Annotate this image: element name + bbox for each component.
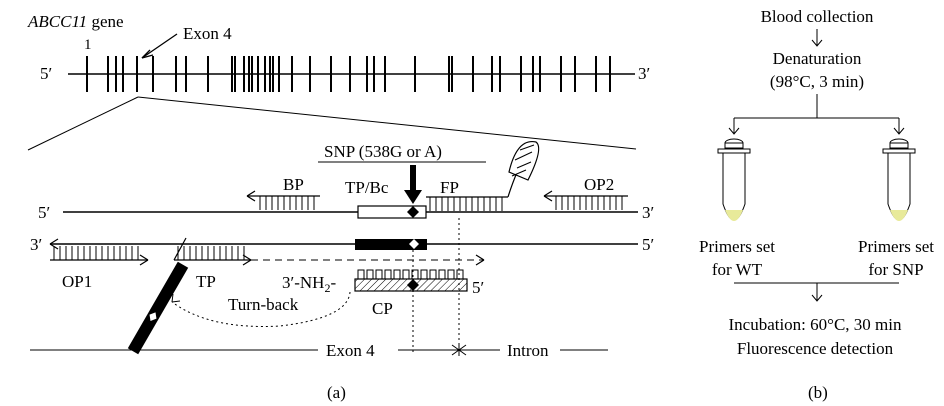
split-right-head bbox=[893, 127, 905, 135]
tp-ticks bbox=[177, 246, 245, 260]
tp-tilt-link bbox=[173, 237, 187, 261]
top-strand-three-prime: 3′ bbox=[642, 203, 654, 222]
step-incubation: Incubation: 60°C, 30 min bbox=[728, 315, 902, 334]
exon-ticks bbox=[86, 56, 611, 92]
tube-snp-liquid bbox=[890, 210, 908, 221]
fp-hairpin-loop bbox=[508, 140, 540, 181]
exon4-callout-arrow bbox=[141, 33, 178, 59]
op1-arrowhead bbox=[139, 254, 149, 266]
split-left-head bbox=[728, 127, 740, 135]
cp-tooth bbox=[393, 269, 401, 279]
zoom-line-right bbox=[137, 96, 637, 150]
cp-nh2-prefix: 3′-NH bbox=[282, 273, 324, 292]
cp-nh2-label: 3′-NH2- bbox=[282, 273, 336, 295]
tube-wt bbox=[717, 138, 751, 221]
step-blood-collection: Blood collection bbox=[761, 7, 874, 26]
fp-label: FP bbox=[440, 178, 459, 197]
cp-nh2-suffix: - bbox=[330, 273, 336, 292]
turn-back-arrowhead bbox=[171, 293, 181, 303]
primers-wt-line2: for WT bbox=[712, 260, 763, 279]
snp-marker-bottom bbox=[409, 239, 419, 249]
exon4-callout-label: Exon 4 bbox=[183, 24, 232, 43]
panel-b-caption: (b) bbox=[808, 383, 828, 402]
cp-label: CP bbox=[372, 299, 393, 318]
bottom-strand-five-prime: 5′ bbox=[642, 235, 654, 254]
panel-a-caption: (a) bbox=[327, 383, 346, 402]
panel-b: Blood collection Denaturation (98°C, 3 m… bbox=[699, 7, 934, 402]
tp-extension-arrowhead bbox=[475, 254, 485, 266]
intron-scale-arrowhead bbox=[458, 344, 467, 356]
bottom-strand-three-prime: 3′ bbox=[30, 235, 42, 254]
cp-tooth bbox=[420, 269, 428, 279]
bottom-target-box bbox=[355, 239, 427, 250]
panel-a: ABCC11 gene 1 Exon 4 5′ 3′ SNP (538G or … bbox=[27, 12, 654, 402]
snp-label: SNP (538G or A) bbox=[324, 142, 442, 161]
exon4-callout-arrowhead bbox=[141, 49, 154, 59]
turn-back-label: Turn-back bbox=[228, 295, 299, 314]
tube-snp bbox=[882, 138, 916, 221]
cp-tooth bbox=[375, 269, 383, 279]
op2-arrowhead bbox=[543, 190, 553, 202]
fp-hairpin-hatch bbox=[511, 144, 535, 177]
intron-label: Intron bbox=[507, 341, 549, 360]
arrow-step1-head bbox=[811, 39, 823, 47]
zoom-line-left bbox=[27, 96, 139, 151]
op1-ticks bbox=[53, 246, 139, 260]
cp-tooth bbox=[357, 269, 365, 279]
step-fluorescence: Fluorescence detection bbox=[737, 339, 894, 358]
op2-label: OP2 bbox=[584, 175, 614, 194]
exon4-label: Exon 4 bbox=[326, 341, 375, 360]
primers-wt-line1: Primers set bbox=[699, 237, 775, 256]
cp-ticks bbox=[357, 269, 464, 279]
cp-tooth bbox=[438, 269, 446, 279]
cp-five-prime: 5′ bbox=[472, 278, 484, 297]
tpbc-box bbox=[357, 205, 427, 219]
cp-tooth bbox=[366, 269, 374, 279]
cp-tooth bbox=[429, 269, 437, 279]
exon1-label: 1 bbox=[84, 37, 92, 53]
step-denaturation-condition: (98°C, 3 min) bbox=[770, 72, 864, 91]
gene-title: ABCC11 gene bbox=[27, 12, 124, 31]
primers-snp-line1: Primers set bbox=[858, 237, 934, 256]
top-strand-five-prime: 5′ bbox=[38, 203, 50, 222]
tp-label: TP bbox=[196, 272, 216, 291]
tp-bar-tilted bbox=[127, 261, 189, 355]
snp-marker-top bbox=[407, 206, 419, 218]
cp-tooth bbox=[402, 269, 410, 279]
tube-wt-liquid bbox=[725, 210, 743, 221]
op2-ticks bbox=[555, 196, 623, 210]
snp-arrow-head bbox=[404, 190, 422, 204]
snp-arrow-shaft bbox=[410, 165, 416, 192]
cp-tooth bbox=[384, 269, 392, 279]
merge-head bbox=[811, 294, 823, 302]
gene-name: ABCC11 bbox=[27, 12, 87, 31]
cp-tooth bbox=[456, 269, 464, 279]
exon4-scale-arrowhead bbox=[451, 344, 460, 356]
snp-marker-tilted bbox=[149, 312, 157, 321]
cp-tooth bbox=[411, 269, 419, 279]
primers-snp-line2: for SNP bbox=[868, 260, 923, 279]
cp-tooth bbox=[447, 269, 455, 279]
bp-label: BP bbox=[283, 175, 304, 194]
gene-five-prime: 5′ bbox=[40, 64, 52, 83]
op1-label: OP1 bbox=[62, 272, 92, 291]
tpbc-label: TP/Bc bbox=[345, 178, 389, 197]
fp-ticks bbox=[429, 197, 503, 211]
gene-word: gene bbox=[87, 12, 123, 31]
step-denaturation: Denaturation bbox=[773, 49, 862, 68]
bp-ticks bbox=[259, 196, 315, 210]
bp-arrowhead bbox=[246, 190, 256, 202]
gene-three-prime: 3′ bbox=[638, 64, 650, 83]
cp-nh2-sub: 2 bbox=[324, 281, 330, 295]
